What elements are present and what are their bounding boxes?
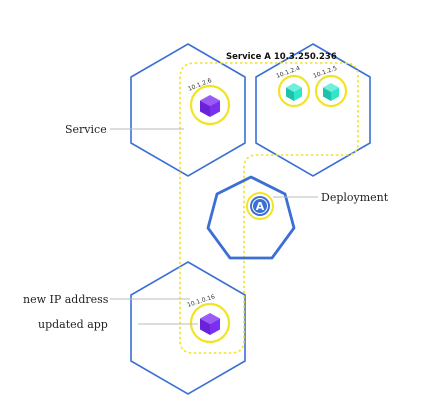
pod-bottom: 10.1.0.16	[186, 293, 231, 344]
cube-icon	[200, 95, 220, 117]
deployment-heptagon	[206, 175, 296, 260]
pod-top-left: 10.1.2.6	[187, 77, 231, 126]
cube-icon	[200, 313, 220, 335]
node-hexagon-top-left	[130, 43, 246, 177]
cube-icon	[323, 83, 339, 101]
pod-top-right-1: 10.1.2.4	[275, 65, 311, 108]
updated-app-label: updated app	[38, 318, 108, 331]
node-hexagon-top-right	[255, 43, 371, 177]
new-ip-label: new IP address	[23, 293, 109, 306]
deployment-badge-letter: A	[256, 200, 265, 213]
service-boundary	[179, 62, 359, 354]
deployment-badge: A	[246, 192, 274, 220]
service-title: Service A 10.3.250.236	[226, 52, 337, 62]
cube-icon	[286, 83, 302, 101]
service-label: Service	[65, 123, 107, 136]
deployment-label: Deployment	[321, 191, 389, 204]
node-hexagon-bottom	[130, 261, 246, 395]
pod-top-right-2: 10.1.2.5	[312, 65, 348, 108]
